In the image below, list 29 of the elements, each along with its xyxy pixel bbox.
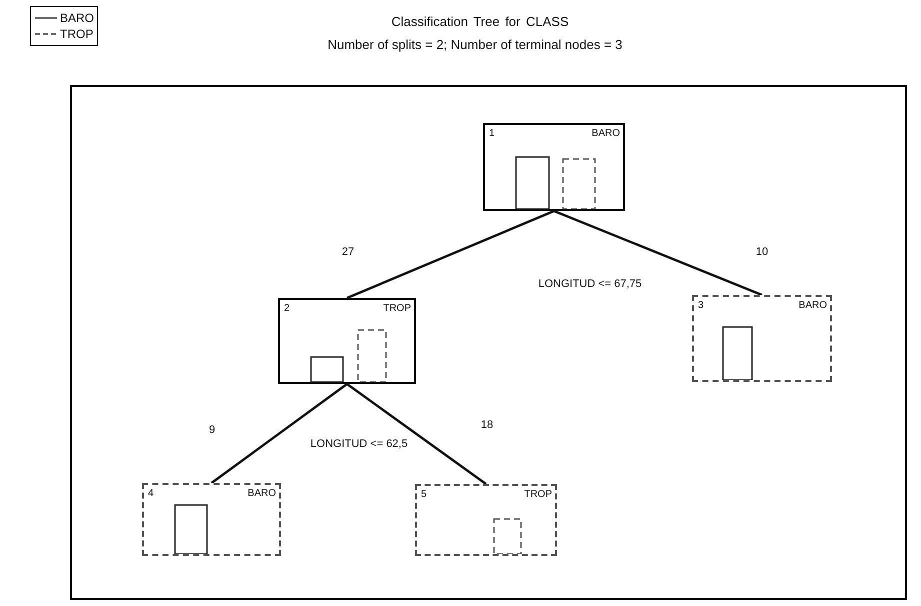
node-class: TROP (524, 489, 552, 500)
tree-node-box (142, 483, 281, 556)
split-condition: LONGITUD <= 62,5 (310, 438, 408, 450)
legend-label: TROP (60, 27, 94, 41)
branch-line (554, 210, 762, 296)
edge-label: 27 (340, 246, 356, 258)
node-number: 3 (698, 300, 704, 311)
branch-line (210, 383, 348, 484)
branch-line (346, 210, 554, 300)
subtitle: Number of splits = 2; Number of terminal nodes = 3 (328, 37, 622, 52)
chart-title: Classification Tree for CLASS (390, 14, 570, 29)
node-number: 2 (284, 303, 290, 314)
edge-label: 9 (206, 424, 218, 436)
edge-label: 10 (754, 246, 770, 258)
edge-label: 18 (478, 419, 496, 431)
legend-label: BARO (60, 11, 94, 25)
node-class: BARO (592, 128, 620, 139)
split-condition: LONGITUD <= 67,75 (538, 278, 642, 290)
tree-node-box (278, 298, 416, 384)
tree-node-box (692, 295, 832, 382)
node-number: 1 (489, 128, 495, 139)
node-number: 4 (148, 488, 154, 499)
node-class: BARO (798, 300, 827, 311)
node-class: BARO (248, 488, 276, 499)
tree-node-box (483, 123, 625, 211)
node-class: TROP (383, 303, 411, 314)
branch-line (346, 383, 487, 485)
node-number: 5 (421, 489, 427, 500)
tree-node-box (415, 484, 557, 556)
